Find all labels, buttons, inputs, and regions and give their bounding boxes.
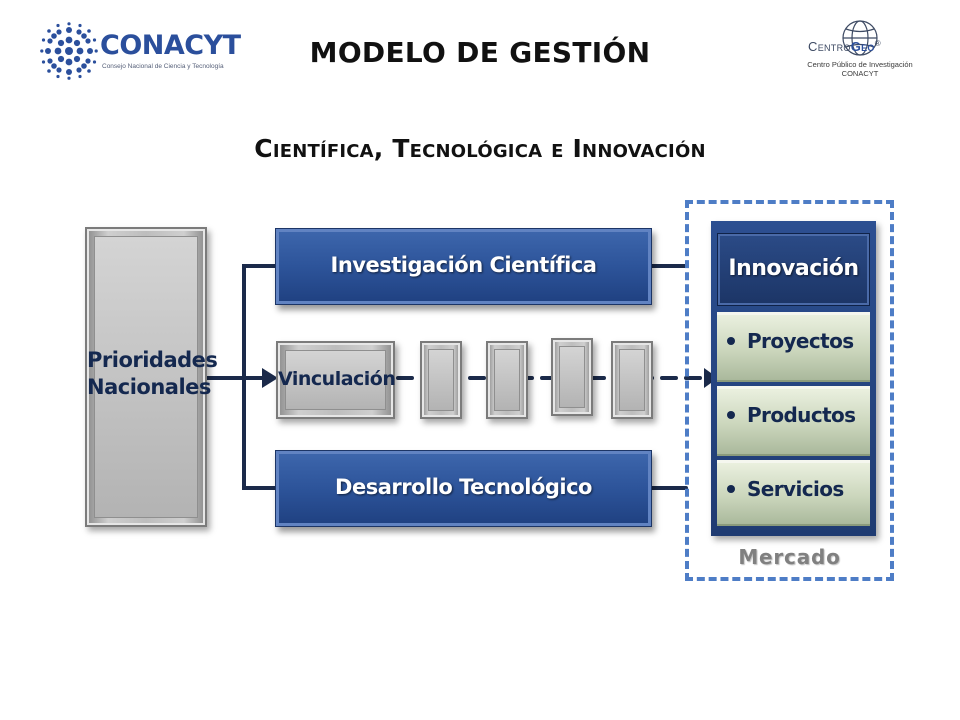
intermediate-step-box [420,341,462,419]
outcome-item-productos: Productos [717,386,870,456]
vinculacion-block: Vinculación [276,341,396,419]
outcome-item-proyectos: Proyectos [717,312,870,382]
connector-branch-top [242,264,277,380]
mercado-label: Mercado [738,545,841,569]
outcome-item-label: Servicios [747,477,844,501]
outcome-item-label: Proyectos [747,329,854,353]
intermediate-step-box [551,338,593,416]
desarrollo-tecnologico-bar: Desarrollo Tecnológico [275,450,652,527]
innovacion-header: Innovación [717,233,870,306]
investigacion-cientifica-bar: Investigación Científica [275,228,652,305]
centrogeo-logo: CentroGeo® Centro Público de Investigaci… [800,18,920,84]
investigacion-cientifica-label: Investigación Científica [330,253,597,277]
vinculacion-label: Vinculación [278,368,396,390]
arrowhead-vinculacion-icon [262,368,278,388]
conacyt-subtitle: Consejo Nacional de Ciencia y Tecnología [102,63,224,70]
outcome-item-label: Productos [747,403,856,427]
centrogeo-globe-icon [842,20,878,56]
conacyt-wordmark: CONACYT [100,30,241,61]
centrogeo-caption-line1: Centro Público de Investigación [807,60,913,69]
page-title: MODELO DE GESTIÓN [309,36,651,69]
slide-subtitle: Científica, Tecnológica e Innovación [254,134,706,163]
conacyt-logo: CONACYT Consejo Nacional de Ciencia y Te… [40,22,241,82]
desarrollo-tecnologico-label: Desarrollo Tecnológico [335,475,592,499]
centrogeo-caption-line2: CONACYT [841,69,879,78]
centrogeo-wordmark: CentroGeo® [808,39,881,54]
outcome-item-servicios: Servicios [717,460,870,526]
bullet-icon [727,485,735,493]
connector-branch-bottom [242,376,277,490]
mercado-dashed-frame [685,200,894,581]
innovacion-label: Innovación [728,256,859,281]
conacyt-dot-circle-icon [40,22,98,80]
bullet-icon [727,337,735,345]
bullet-icon [727,411,735,419]
intermediate-step-box [611,341,653,419]
intermediate-step-box [486,341,528,419]
